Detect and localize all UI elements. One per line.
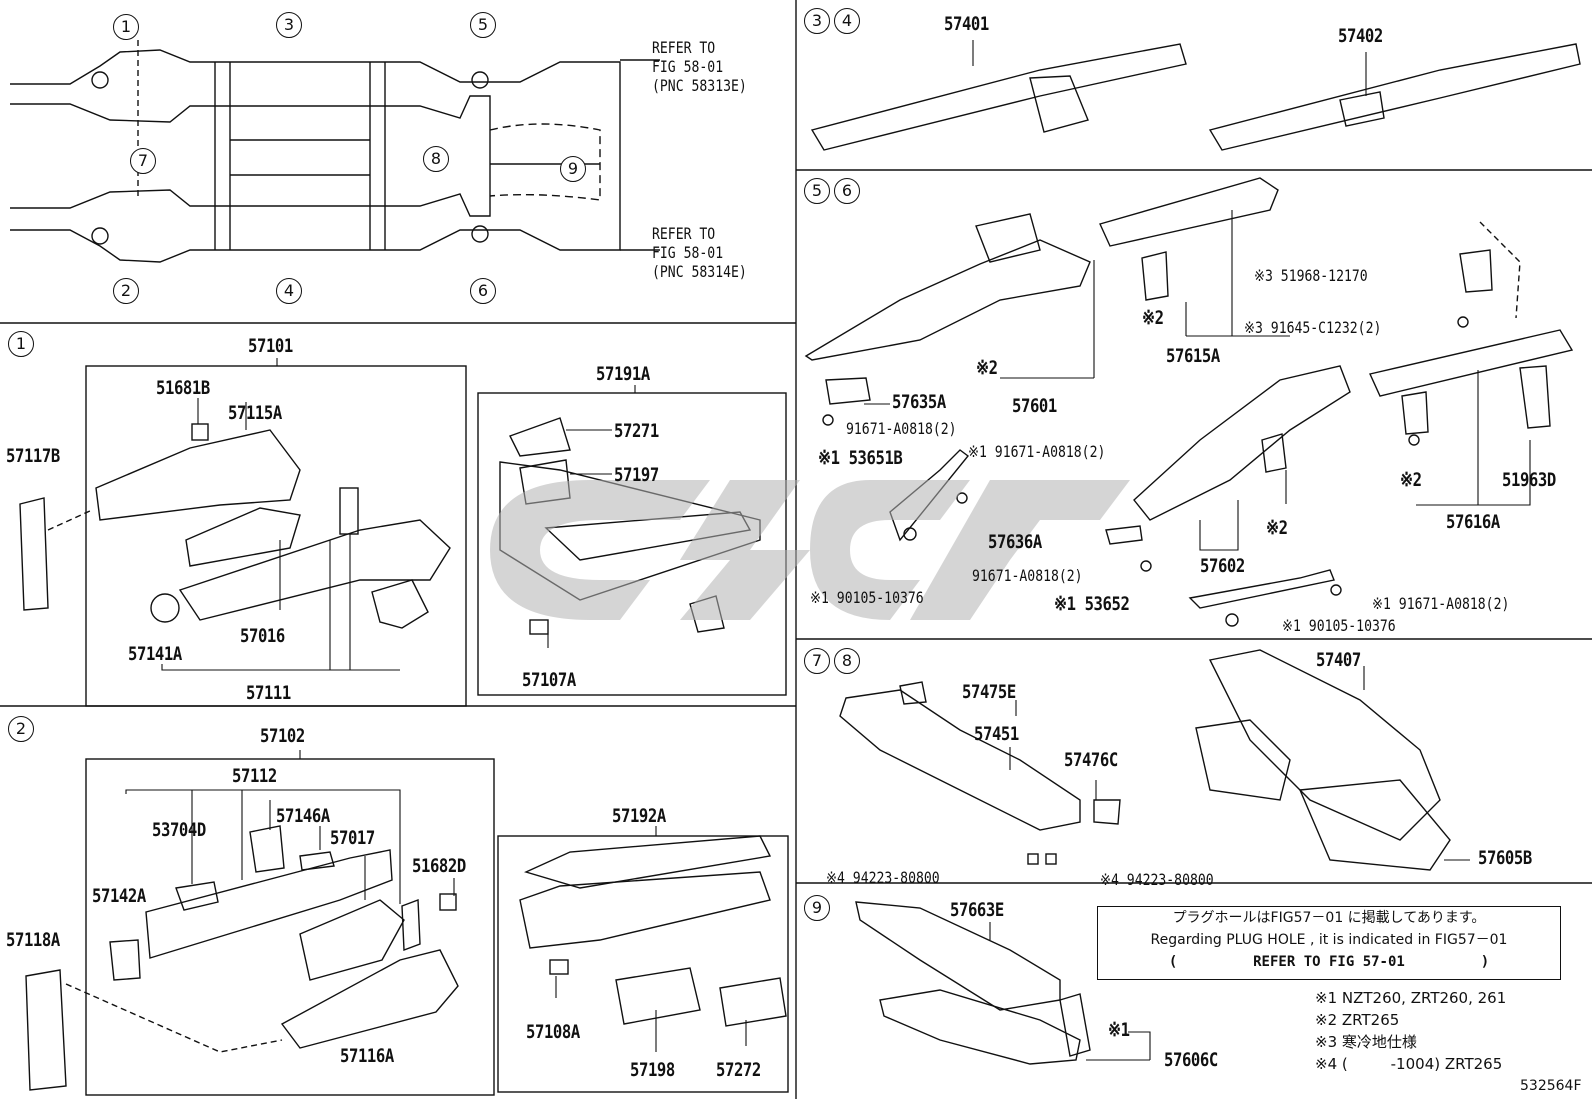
part-57017: 57017 [330,827,375,849]
overview-frame [10,40,660,263]
part-57451: 57451 [974,723,1019,745]
note-k2-c: ※2 [1266,517,1288,539]
refer-bottom-line1: REFER TO [652,224,716,243]
section-4-marker: 4 [834,8,860,34]
part-90105-a: ※1 90105-10376 [810,588,924,607]
part-57636A: 57636A [988,531,1042,553]
section-9-marker: 9 [804,895,830,921]
part-94223-b: ※4 94223-80800 [1100,870,1214,889]
refer-bottom-line3: (PNC 58314E) [652,262,747,281]
part-57191A: 57191A [596,363,650,385]
part-57616A: 57616A [1446,511,1500,533]
callout-4: 4 [276,278,302,304]
legend-3: ※3 寒冷地仕様 [1315,1033,1417,1051]
part-57101: 57101 [248,335,293,357]
part-94223-a: ※4 94223-80800 [826,868,940,887]
callout-8: 8 [423,146,449,172]
part-57117B: 57117B [6,445,60,467]
part-51963D: 51963D [1502,469,1556,491]
section-8-marker: 8 [834,648,860,674]
figure-code: 532564F [1520,1078,1582,1094]
part-57272: 57272 [716,1059,761,1081]
part-57116A: 57116A [340,1045,394,1067]
watermark-logo [490,480,1130,620]
note-k1: ※1 [1108,1019,1130,1041]
part-51968: ※3 51968-12170 [1254,266,1368,285]
part-57141A: 57141A [128,643,182,665]
callout-5: 5 [470,12,496,38]
legend-2: ※2 ZRT265 [1315,1011,1400,1029]
part-91671-b: ※1 91671-A0818(2) [968,442,1106,461]
section-3-marker: 3 [804,8,830,34]
part-57108A: 57108A [526,1021,580,1043]
part-91671-c: 91671-A0818(2) [972,566,1083,585]
part-53704D: 53704D [152,819,206,841]
part-91671-a: 91671-A0818(2) [846,419,957,438]
section-34-parts [810,43,1581,151]
section-1-marker: 1 [8,331,34,357]
part-57601: 57601 [1012,395,1057,417]
part-57107A: 57107A [522,669,576,691]
part-57605B: 57605B [1478,847,1532,869]
section-2-parts [25,825,787,1091]
part-57197: 57197 [614,464,659,486]
section-9-parts [855,901,1091,1065]
plug-note-en: Regarding PLUG HOLE , it is indicated in… [1150,932,1508,948]
part-53651B: ※1 53651B [818,447,903,469]
part-57102: 57102 [260,725,305,747]
part-57192A: 57192A [612,805,666,827]
section-78-parts [839,649,1451,871]
callout-6: 6 [470,278,496,304]
note-k2-b: ※2 [976,357,998,379]
plug-note-ref: ( REFER TO FIG 57-01 ) [1168,954,1490,970]
callout-3: 3 [276,12,302,38]
part-57112: 57112 [232,765,277,787]
part-91671-d: ※1 91671-A0818(2) [1372,594,1510,613]
section-6-marker: 6 [834,178,860,204]
section-2-marker: 2 [8,716,34,742]
part-57475E: 57475E [962,681,1016,703]
note-k2-d: ※2 [1400,469,1422,491]
callout-9: 9 [560,156,586,182]
part-57663E: 57663E [950,899,1004,921]
leader-lines [125,40,1531,1061]
callout-2: 2 [113,278,139,304]
legend-1: ※1 NZT260, ZRT260, 261 [1315,989,1507,1007]
part-57402: 57402 [1338,25,1383,47]
part-57606C: 57606C [1164,1049,1218,1071]
part-91645: ※3 91645-C1232(2) [1244,318,1382,337]
part-53652: ※1 53652 [1054,593,1130,615]
note-k2-a: ※2 [1142,307,1164,329]
part-57111: 57111 [246,682,291,704]
refer-top-line2: FIG 58-01 [652,57,724,76]
part-57602: 57602 [1200,555,1245,577]
legend-4: ※4 ( -1004) ZRT265 [1315,1055,1503,1073]
refer-top-line1: REFER TO [652,38,716,57]
refer-top-line3: (PNC 58313E) [652,76,747,95]
refer-bottom-line2: FIG 58-01 [652,243,724,262]
part-57198: 57198 [630,1059,675,1081]
part-90105-b: ※1 90105-10376 [1282,616,1396,635]
part-57146A: 57146A [276,805,330,827]
callout-1: 1 [113,14,139,40]
plug-hole-note: プラグホールはFIG57－01 に掲載してあります。 Regarding PLU… [1097,906,1561,980]
part-57401: 57401 [944,13,989,35]
part-57635A: 57635A [892,391,946,413]
part-57115A: 57115A [228,402,282,424]
part-57615A: 57615A [1166,345,1220,367]
part-57476C: 57476C [1064,749,1118,771]
section-56-parts [804,177,1574,627]
section-7-marker: 7 [804,648,830,674]
part-57118A: 57118A [6,929,60,951]
callout-7: 7 [130,148,156,174]
plug-note-jp: プラグホールはFIG57－01 に掲載してあります。 [1172,910,1486,926]
part-57142A: 57142A [92,885,146,907]
part-51681B: 51681B [156,377,210,399]
part-57016: 57016 [240,625,285,647]
part-51682D: 51682D [412,855,466,877]
section-5-marker: 5 [804,178,830,204]
part-57271: 57271 [614,420,659,442]
part-57407: 57407 [1316,649,1361,671]
